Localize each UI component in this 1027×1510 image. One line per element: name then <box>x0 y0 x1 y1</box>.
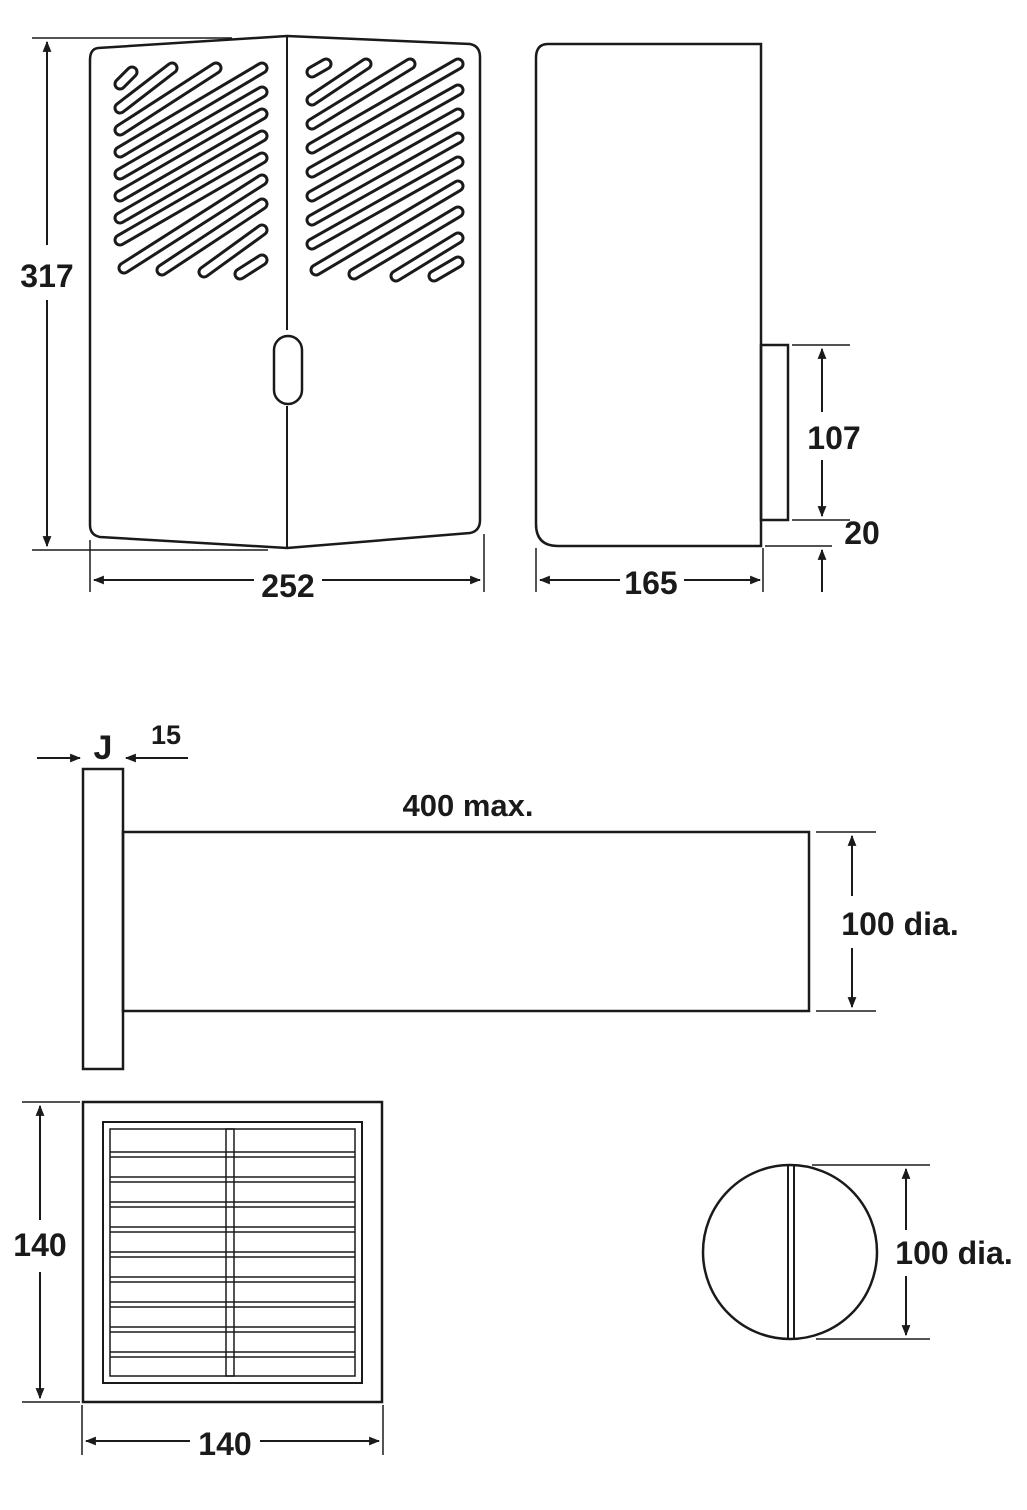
grille-louvres <box>110 1151 355 1358</box>
side-view-unit <box>534 42 790 548</box>
vent-slot-inner <box>116 60 462 280</box>
spigot-offset-label: 20 <box>844 515 880 551</box>
duct-diameter-label: 100 dia. <box>841 906 958 942</box>
rear-spigot <box>759 343 790 522</box>
dim-cap-diameter: 100 dia. <box>812 1164 1013 1340</box>
front-height-label: 317 <box>20 258 73 294</box>
dim-grille-width: 140 <box>81 1405 384 1462</box>
dim-spigot-offset: 20 <box>765 515 880 592</box>
duct-tube <box>121 830 811 1013</box>
dim-spigot-height: 107 <box>792 344 861 521</box>
grille-width-label: 140 <box>198 1426 251 1462</box>
dim-front-width: 252 <box>89 534 485 604</box>
cap-diameter-label: 100 dia. <box>895 1235 1012 1271</box>
wall-flange <box>81 767 125 1071</box>
right-vent-slots <box>305 57 465 283</box>
front-width-label: 252 <box>261 568 314 604</box>
dim-front-height: 317 <box>20 37 268 551</box>
external-grille <box>81 1100 384 1404</box>
grille-height-label: 140 <box>13 1227 66 1263</box>
spigot-height-label: 107 <box>807 420 860 456</box>
duct-length-label: 400 max. <box>403 788 534 823</box>
dim-duct-diameter: 100 dia. <box>816 831 959 1012</box>
front-view-unit <box>88 34 482 550</box>
flange-thickness-label: 15 <box>151 720 181 750</box>
duct-end-cap <box>701 1163 879 1341</box>
dim-side-width: 165 <box>535 548 764 601</box>
duct-side-view <box>81 767 811 1071</box>
dim-grille-height: 140 <box>13 1101 80 1403</box>
flange-label: J <box>94 729 113 767</box>
indicator-window <box>272 334 304 406</box>
dim-flange-thickness: J 15 <box>37 720 188 767</box>
side-width-label: 165 <box>624 565 677 601</box>
